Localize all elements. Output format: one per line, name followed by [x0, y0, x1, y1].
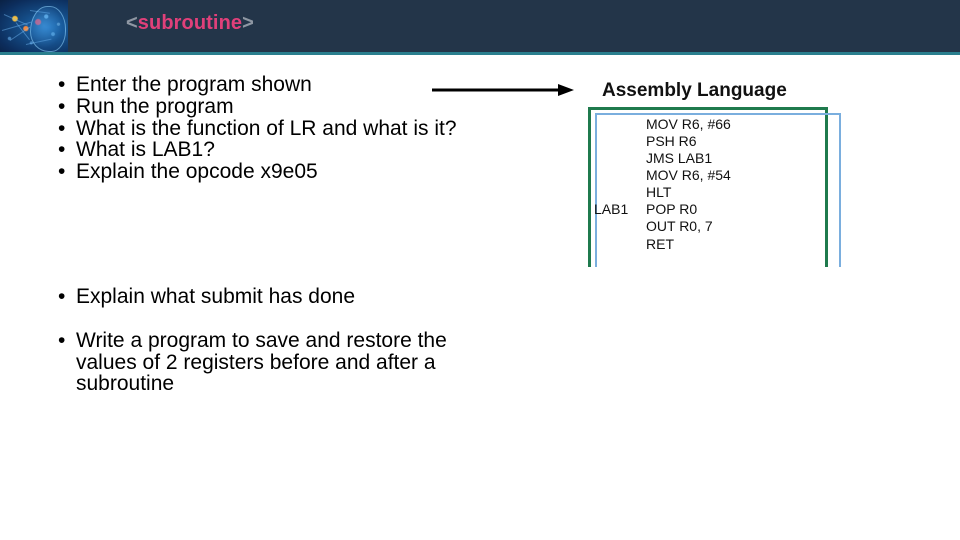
code-label	[594, 150, 646, 167]
code-instruction: MOV R6, #54	[646, 167, 731, 184]
title-open-bracket: <	[126, 12, 138, 34]
right-arrow-icon	[432, 84, 574, 96]
bullet-list-primary: • Enter the program shown • Run the prog…	[58, 74, 458, 183]
assembly-code-listing: MOV R6, #66 PSH R6 JMS LAB1 MOV R6, #54 …	[594, 116, 844, 253]
code-instruction: JMS LAB1	[646, 150, 713, 167]
assembly-language-panel: Assembly Language MOV R6, #66 PSH R6 JMS…	[580, 76, 960, 276]
bullet-list-secondary: • Explain what submit has done • Write a…	[58, 286, 458, 395]
list-item: • Run the program	[58, 94, 458, 118]
code-line: PSH R6	[594, 133, 844, 150]
inner-blue-frame	[595, 113, 841, 267]
code-label	[594, 184, 646, 201]
bullet-marker-icon: •	[58, 73, 66, 96]
list-item: • Enter the program shown	[58, 74, 458, 96]
code-line: LAB1 POP R0	[594, 201, 844, 218]
bullet-marker-icon: •	[58, 94, 66, 118]
code-label	[594, 116, 646, 133]
list-item-label: Run the program	[76, 94, 234, 118]
code-label: LAB1	[594, 201, 629, 218]
header-band: <subroutine>	[0, 0, 960, 55]
code-label	[594, 236, 646, 253]
list-item-label: What is LAB1?	[76, 138, 215, 162]
code-line: HLT	[594, 184, 844, 201]
code-instruction: PSH R6	[646, 133, 697, 150]
bullet-marker-icon: •	[58, 138, 66, 162]
code-line: MOV R6, #54	[594, 167, 844, 184]
bullet-marker-icon: •	[58, 285, 66, 308]
code-instruction: OUT R0, 7	[646, 218, 713, 235]
list-item: • What is LAB1?	[58, 139, 458, 161]
list-item-label: Write a program to save and restore the …	[76, 328, 447, 396]
title-keyword: subroutine	[137, 12, 243, 34]
code-line: MOV R6, #66	[594, 116, 844, 133]
title-close-bracket: >	[242, 12, 254, 34]
page-title: <subroutine>	[126, 12, 254, 35]
code-instruction: RET	[646, 235, 674, 252]
ai-brain-logo-image	[0, 0, 68, 55]
list-spacer	[58, 308, 458, 330]
code-line: JMS LAB1	[594, 150, 844, 167]
code-instruction: POP R0	[646, 201, 698, 218]
list-item: • Explain the opcode x9e05	[58, 161, 458, 183]
list-item-label: Explain the opcode x9e05	[76, 160, 318, 184]
code-label	[594, 167, 646, 184]
head-silhouette-icon	[30, 6, 66, 52]
bullet-marker-icon: •	[58, 328, 66, 352]
list-item-label: Enter the program shown	[76, 73, 312, 96]
header-accent-line	[0, 52, 960, 55]
list-item-label: Explain what submit has done	[76, 285, 355, 308]
list-item: • What is the function of LR and what is…	[58, 116, 458, 140]
bullet-marker-icon: •	[58, 160, 66, 184]
code-line: RET	[594, 236, 844, 253]
assembly-panel-title: Assembly Language	[602, 80, 787, 101]
list-item: • Explain what submit has done	[58, 286, 458, 308]
code-label	[594, 218, 646, 235]
code-instruction: HLT	[646, 184, 672, 201]
outer-green-frame	[588, 107, 828, 267]
bullet-marker-icon: •	[58, 116, 66, 140]
code-instruction: MOV R6, #66	[646, 116, 731, 132]
code-line: OUT R0, 7	[594, 218, 844, 235]
code-label	[594, 133, 646, 150]
list-item-label: What is the function of LR and what is i…	[76, 116, 457, 140]
list-item: • Write a program to save and restore th…	[58, 328, 458, 396]
